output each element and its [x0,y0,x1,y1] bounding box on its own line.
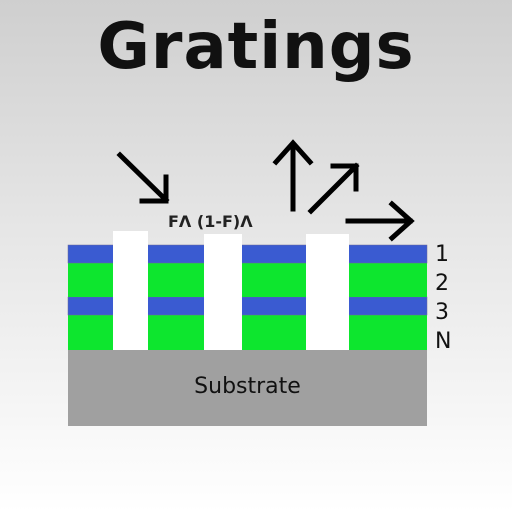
right-arrow-icon [345,200,415,242]
incident-arrow-icon [116,151,170,204]
layer-label-3: 3 [435,300,449,325]
fill-factor-label: FΛ (1-F)Λ [168,212,253,231]
reflected-up-arrow-icon [272,139,314,212]
substrate-block [68,350,427,426]
groove-2 [204,234,242,350]
groove-1 [113,231,148,350]
layer-label-n: N [435,329,452,354]
substrate-label: Substrate [194,374,301,399]
diagonal-up-arrow-icon [307,162,360,215]
groove-3 [306,234,349,350]
layer-label-2: 2 [435,271,449,296]
layer-label-1: 1 [435,242,449,267]
diagram-title: Gratings [97,10,415,84]
